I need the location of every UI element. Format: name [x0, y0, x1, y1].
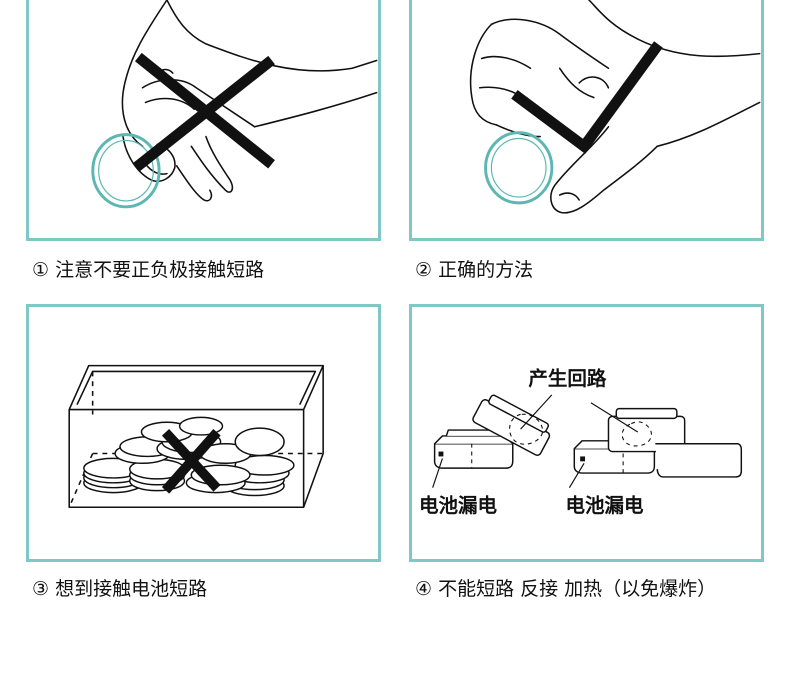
coin-battery-icon: [91, 133, 161, 209]
cross-mark-icon: [133, 52, 275, 172]
label-loop: 产生回路: [528, 367, 607, 390]
cross-mark-icon: [161, 429, 221, 494]
hand-pinch-illustration: [91, 0, 378, 209]
short-circuit-diagram: 产生回路 电池漏电 电池漏电: [419, 367, 743, 517]
caption-1: ① 注意不要正负极接触短路: [32, 259, 265, 281]
coin-battery-icon: [484, 131, 554, 205]
coin-pile: [83, 416, 295, 497]
panel-wrong-pinch: [26, 0, 381, 241]
panel-wrong-pile: [26, 304, 381, 562]
hand-hold-illustration: [469, 0, 761, 214]
check-mark-icon: [511, 41, 663, 154]
caption-2: ② 正确的方法: [415, 259, 534, 281]
panel-short-circuit: 产生回路 电池漏电 电池漏电: [409, 304, 764, 562]
caption-4: ④ 不能短路 反接 加热（以免爆炸）: [415, 578, 717, 600]
caption-3: ③ 想到接触电池短路: [32, 578, 208, 600]
terminal-marker-left: [438, 451, 444, 457]
terminal-marker-right: [580, 456, 586, 462]
label-leak-left: 电池漏电: [419, 494, 498, 517]
panel-correct-hold: [409, 0, 764, 241]
label-leak-right: 电池漏电: [566, 494, 645, 517]
coin-box-illustration: [68, 364, 324, 509]
